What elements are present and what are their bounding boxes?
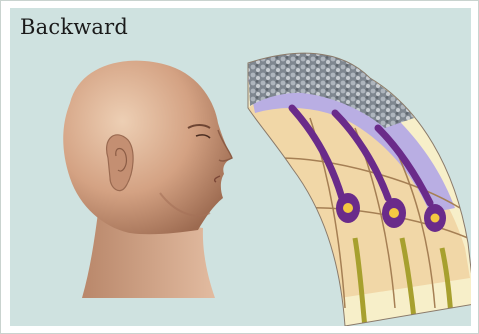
illustration-canvas xyxy=(10,8,471,326)
illustration-panel: Backward xyxy=(10,8,471,326)
otolith-organ-illustration xyxy=(240,38,471,326)
head xyxy=(63,61,232,235)
head-illustration xyxy=(63,61,232,298)
